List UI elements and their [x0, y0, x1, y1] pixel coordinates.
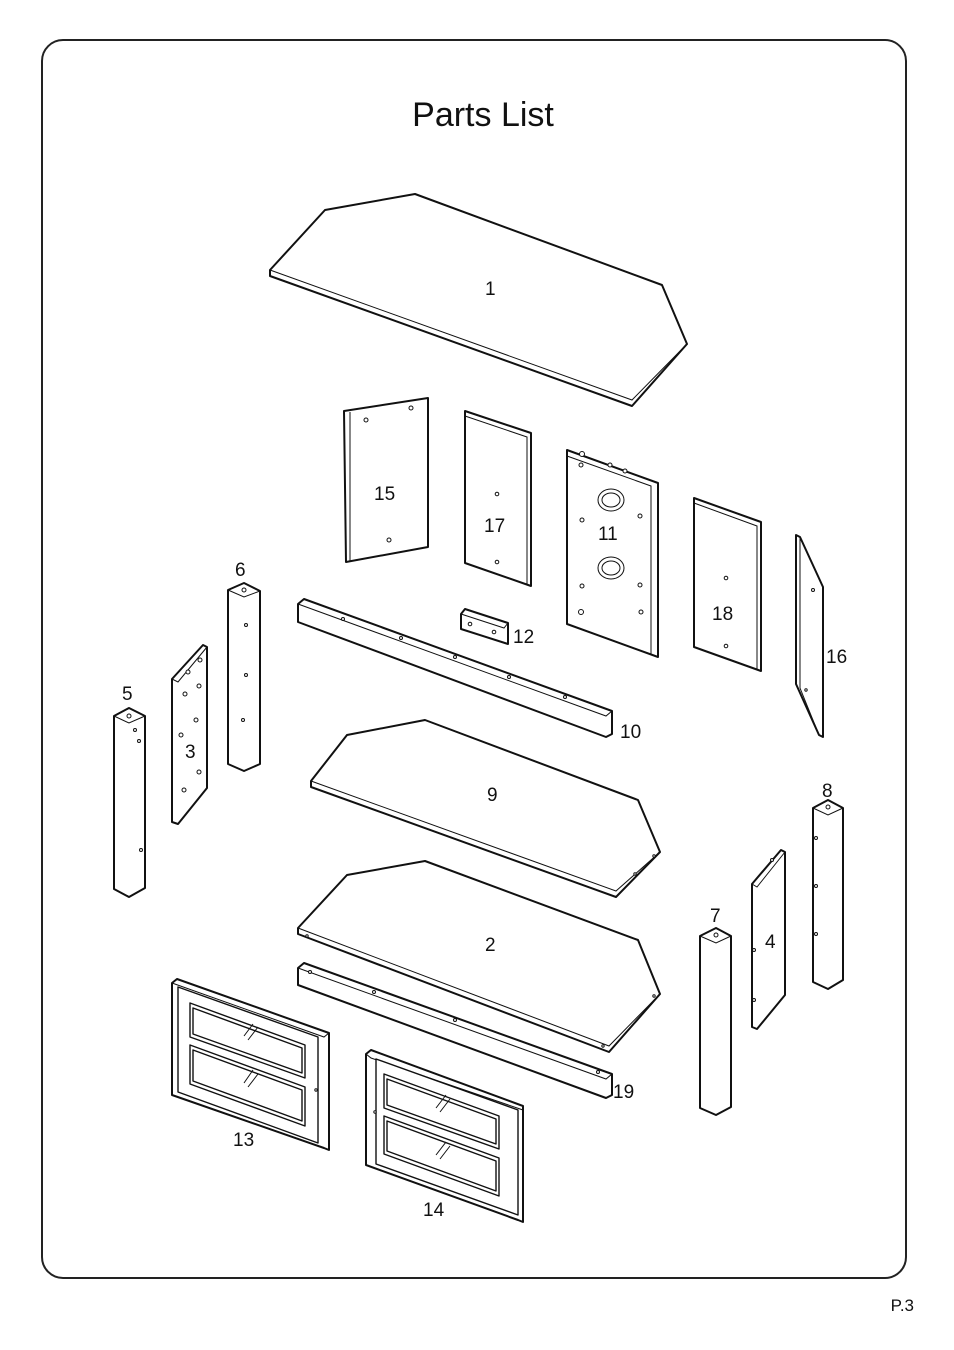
- part-label: 19: [613, 1082, 634, 1103]
- part-label: 11: [598, 524, 618, 545]
- part-7-leg: 7: [699, 906, 732, 1116]
- part-6-leg: 6: [227, 560, 261, 772]
- part-13-door: 13: [171, 978, 330, 1151]
- part-label: 13: [233, 1130, 254, 1151]
- part-label: 17: [484, 516, 505, 537]
- part-1-top-panel: 1: [269, 193, 688, 407]
- page-title: Parts List: [412, 96, 554, 134]
- part-label: 1: [485, 279, 496, 300]
- part-label: 9: [487, 785, 498, 806]
- part-14-door: 14: [365, 1049, 524, 1223]
- part-10-rail: 10: [297, 598, 641, 743]
- part-label: 15: [374, 484, 395, 505]
- part-label: 16: [826, 647, 847, 668]
- part-label: 18: [712, 604, 733, 625]
- border-frame: [41, 39, 907, 1279]
- part-8-leg: 8: [812, 781, 844, 990]
- page-number: P.3: [890, 1296, 914, 1315]
- part-label: 7: [710, 906, 721, 927]
- part-label: 5: [122, 684, 133, 705]
- part-label: 3: [185, 742, 196, 763]
- part-label: 12: [513, 627, 534, 648]
- part-15-side-panel: 15: [343, 397, 429, 563]
- part-19-rail: 19: [297, 962, 634, 1103]
- part-4-side-panel: 4: [751, 849, 786, 1030]
- part-16-angled-panel: 16: [795, 534, 847, 738]
- part-3-side-panel: 3: [171, 644, 208, 825]
- part-label: 2: [485, 935, 496, 956]
- part-label: 6: [235, 560, 246, 581]
- part-17-panel: 17: [464, 410, 532, 587]
- part-label: 10: [620, 722, 641, 743]
- part-label: 8: [822, 781, 833, 802]
- part-5-leg: 5: [113, 684, 146, 898]
- part-11-back-panel: 11: [566, 449, 659, 658]
- part-label: 14: [423, 1200, 445, 1221]
- part-18-panel: 18: [693, 497, 762, 672]
- part-12-block: 12: [460, 608, 534, 648]
- part-9-shelf: 9: [310, 719, 661, 898]
- part-label: 4: [765, 932, 776, 953]
- part-2-bottom-shelf: 2: [297, 860, 661, 1053]
